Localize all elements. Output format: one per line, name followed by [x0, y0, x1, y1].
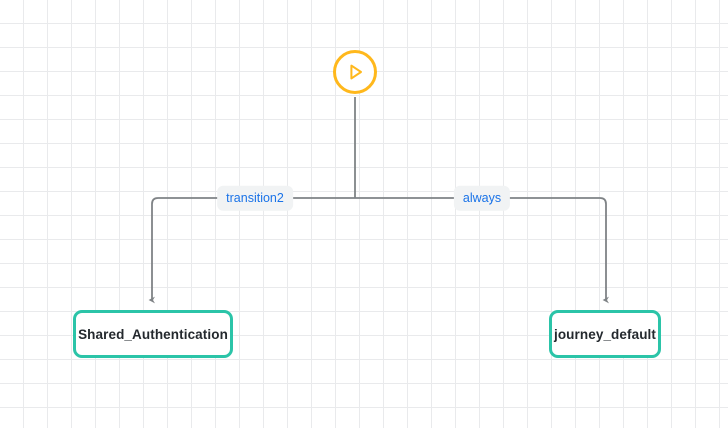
node-label: Shared_Authentication: [78, 326, 228, 342]
edge-label-always[interactable]: always: [453, 185, 511, 211]
node-journey-default[interactable]: journey_default: [549, 310, 661, 358]
edge-label-transition2[interactable]: transition2: [217, 185, 293, 211]
start-node[interactable]: [333, 50, 377, 94]
edge-always-path[interactable]: [355, 197, 609, 304]
node-label: journey_default: [553, 326, 657, 342]
node-shared-authentication[interactable]: Shared_Authentication: [73, 310, 233, 358]
play-icon: [350, 64, 362, 80]
edge-transition2-path[interactable]: [148, 197, 355, 304]
